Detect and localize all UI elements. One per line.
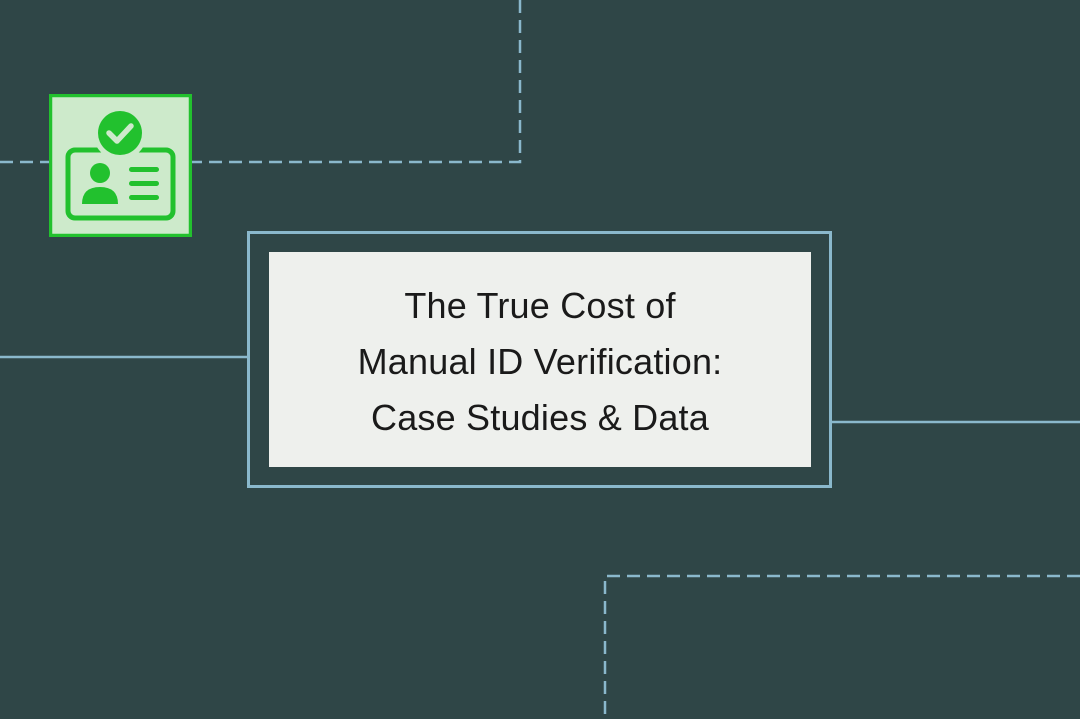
title-line-3: Case Studies & Data (371, 396, 709, 438)
dashed-connector-top (190, 0, 522, 164)
title-line-1: The True Cost of (404, 284, 676, 326)
id-card-verified-icon (48, 93, 193, 238)
title-frame (247, 231, 832, 488)
dashed-connector-bottom (603, 574, 1080, 719)
title-card: The True Cost of Manual ID Verification:… (269, 252, 811, 467)
title-line-2: Manual ID Verification: (357, 340, 723, 382)
